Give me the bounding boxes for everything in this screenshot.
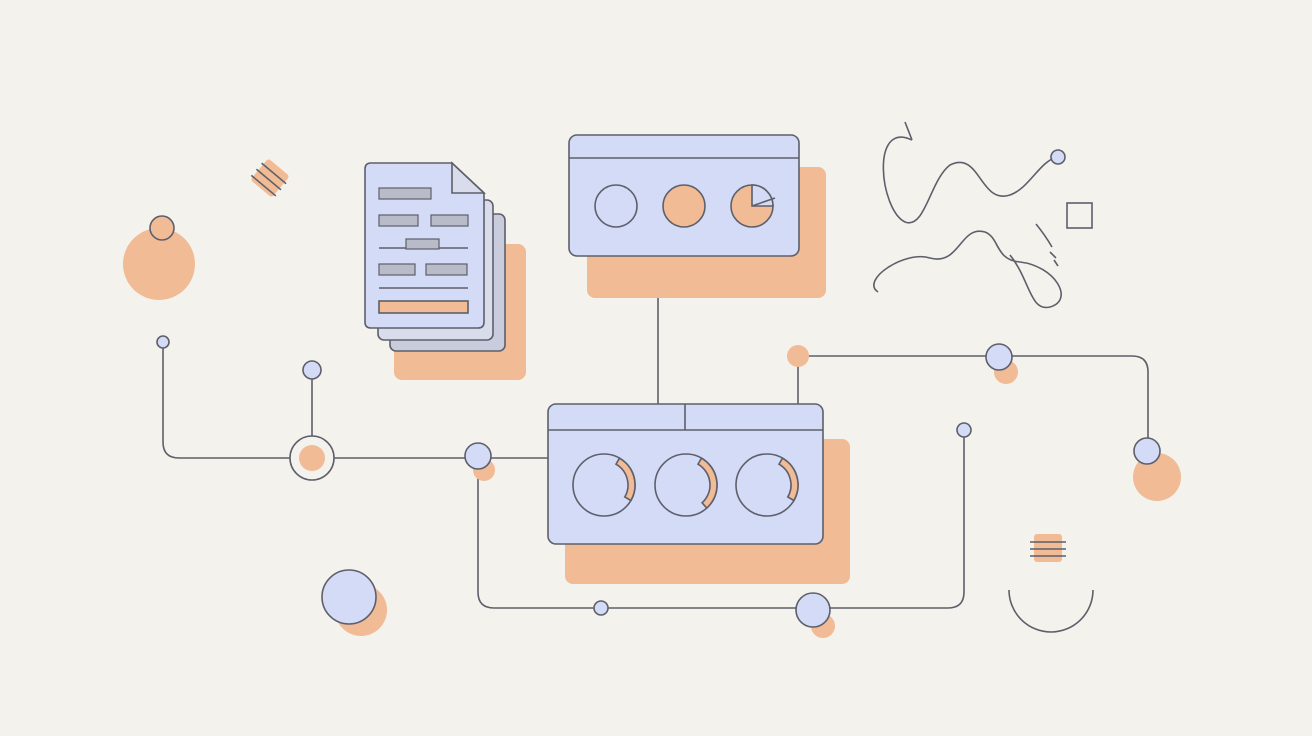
peach-circle-top-left [123, 228, 195, 300]
text-bar [378, 263, 416, 276]
bottom-dial-progress [777, 457, 799, 502]
text-bar [378, 187, 432, 200]
node-right-2 [1133, 437, 1161, 465]
connector-left [162, 343, 294, 459]
node-top-left [149, 215, 175, 241]
node-small-1 [156, 335, 170, 349]
bottom-dial-progress [696, 457, 718, 510]
bottom-panel [547, 403, 824, 545]
dial-filled [662, 184, 706, 228]
nodes [149, 215, 1161, 628]
node-small-4 [956, 422, 972, 438]
bottom-dial-progress [614, 457, 636, 502]
connector-right [798, 355, 1149, 438]
arc-decoration [1008, 589, 1094, 633]
node-junction-1 [464, 442, 492, 470]
text-bar [425, 263, 468, 276]
node-small-3 [593, 600, 609, 616]
text-bar [378, 214, 419, 227]
squiggle-doodle [873, 121, 1093, 309]
dial-empty [594, 184, 638, 228]
squiggle-end-node [1050, 149, 1066, 165]
connector-bottom-loop [477, 431, 965, 609]
highlight-bar [378, 300, 469, 314]
document-stack [364, 161, 506, 352]
node-small-2 [302, 360, 322, 380]
text-bar [405, 238, 440, 250]
connector-lines [162, 257, 1149, 609]
node-right-1 [985, 343, 1013, 371]
top-panel [568, 134, 800, 257]
striped-tag-top-left [250, 159, 289, 197]
peach-dot-4 [787, 345, 809, 367]
document-fold [451, 161, 487, 194]
node-bottom-middle [795, 592, 831, 628]
text-bar [430, 214, 469, 227]
striped-tag-right [1030, 534, 1066, 562]
node-bottom-left [321, 569, 377, 625]
node-ring-core [299, 445, 325, 471]
peach-circle-bottom-right [1133, 453, 1181, 501]
